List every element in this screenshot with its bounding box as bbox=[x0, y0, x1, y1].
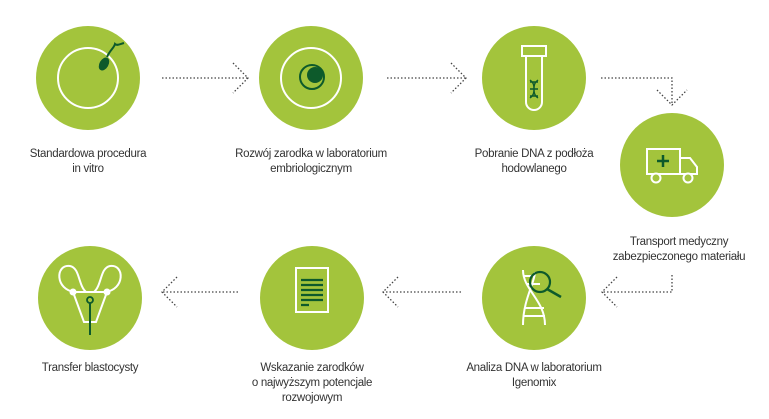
circle-analysis bbox=[482, 246, 586, 350]
dna-magnifier-icon bbox=[522, 269, 562, 326]
circle-dna-sample bbox=[482, 26, 586, 130]
arrow-down-icon bbox=[601, 77, 688, 106]
arrow-right-icon bbox=[162, 62, 249, 94]
test-tube-dna-icon bbox=[521, 45, 547, 111]
uterus-icon bbox=[58, 264, 122, 335]
circle-selection bbox=[260, 246, 364, 350]
step-circles bbox=[36, 26, 724, 350]
circle-transfer bbox=[38, 246, 142, 350]
circle-transport bbox=[620, 113, 724, 217]
document-icon bbox=[295, 267, 329, 313]
arrow-left-icon bbox=[382, 276, 461, 308]
ambulance-truck-icon bbox=[646, 148, 698, 184]
arrow-left-icon bbox=[161, 276, 238, 308]
step-label-transfer: Transfer blastocysty bbox=[41, 362, 139, 374]
embryo-icon bbox=[280, 47, 342, 109]
sperm-egg-icon bbox=[57, 42, 125, 109]
arrow-left-icon bbox=[601, 275, 673, 308]
arrow-right-icon bbox=[387, 62, 467, 94]
circle-ivf bbox=[36, 26, 140, 130]
arrows bbox=[161, 62, 688, 308]
